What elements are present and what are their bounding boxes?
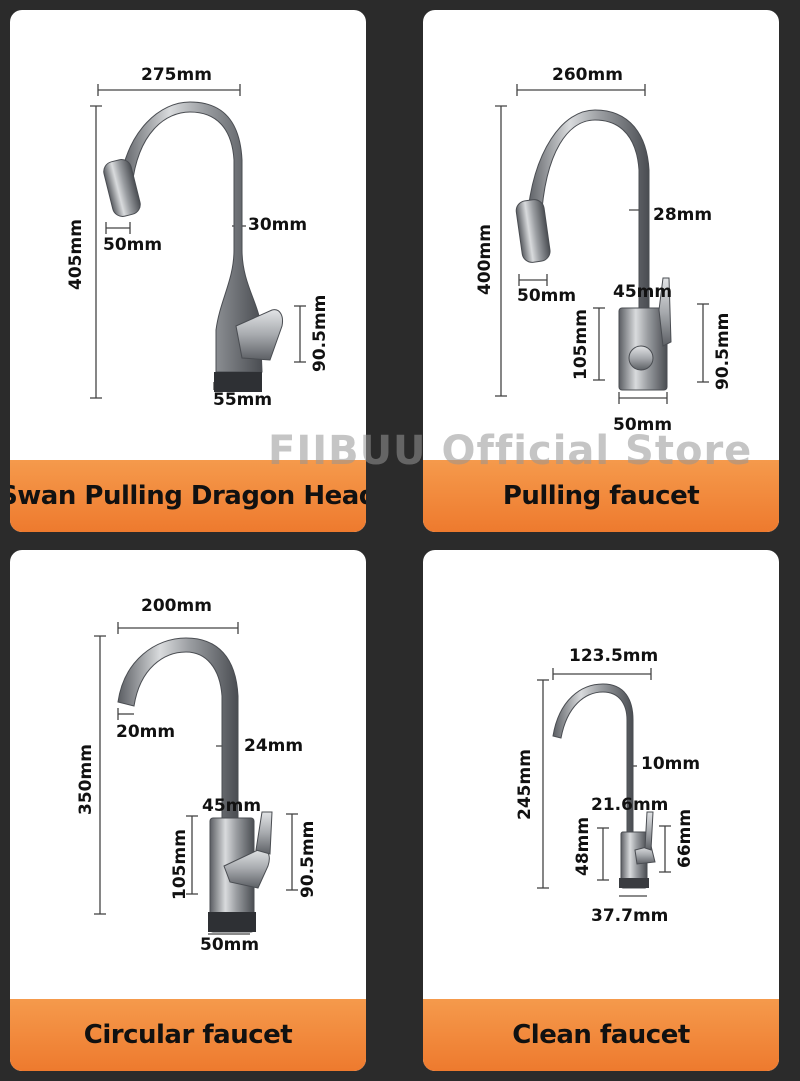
dim-base: 50mm bbox=[200, 935, 260, 955]
dim-width: 123.5mm bbox=[569, 646, 659, 666]
dim-body-height: 48mm bbox=[573, 816, 593, 876]
product-card-circular[interactable]: 200mm 350mm 20mm 24mm 45mm 105mm 90.5mm … bbox=[10, 550, 366, 1071]
dim-spray: 50mm bbox=[517, 286, 577, 306]
product-title: Clean faucet bbox=[512, 1020, 690, 1050]
dim-spray: 50mm bbox=[103, 235, 163, 255]
dim-handle: 90.5mm bbox=[298, 820, 318, 898]
dim-base: 37.7mm bbox=[591, 906, 669, 926]
product-title: Pulling faucet bbox=[502, 481, 700, 511]
dim-spout: 20mm bbox=[116, 722, 176, 742]
dim-neck: 28mm bbox=[653, 205, 713, 225]
clean-faucet-illustration bbox=[537, 668, 671, 897]
dim-neck: 30mm bbox=[248, 215, 308, 235]
pulling-faucet-illustration bbox=[495, 84, 709, 404]
dim-height: 245mm bbox=[515, 749, 535, 820]
dim-height: 350mm bbox=[76, 744, 96, 815]
dim-width: 200mm bbox=[141, 596, 212, 616]
dim-body-height: 105mm bbox=[170, 829, 190, 900]
product-title-band: Circular faucet bbox=[10, 999, 366, 1071]
dim-handle: 66mm bbox=[675, 808, 695, 868]
product-title: Circular faucet bbox=[83, 1020, 293, 1050]
circular-faucet-illustration bbox=[94, 622, 298, 935]
dim-width: 260mm bbox=[552, 65, 623, 85]
product-title-band: Swan Pulling Dragon Head bbox=[10, 460, 366, 532]
product-title-band: Pulling faucet bbox=[423, 460, 779, 532]
product-title: Swan Pulling Dragon Head bbox=[10, 481, 366, 511]
dim-handle: 90.5mm bbox=[713, 312, 733, 390]
swan-faucet-illustration bbox=[90, 84, 306, 399]
dim-height: 400mm bbox=[475, 224, 495, 295]
dim-width: 275mm bbox=[141, 65, 212, 85]
dim-neck: 10mm bbox=[641, 754, 701, 774]
product-card-clean[interactable]: 123.5mm 245mm 10mm 21.6mm 48mm 66mm 37.7… bbox=[423, 550, 779, 1071]
dim-base: 50mm bbox=[613, 415, 673, 435]
dim-handle: 90.5mm bbox=[310, 294, 330, 372]
product-title-band: Clean faucet bbox=[423, 999, 779, 1071]
product-card-pulling[interactable]: 260mm 400mm 50mm 28mm 45mm 105mm 90.5mm … bbox=[423, 10, 779, 532]
dim-body-diameter: 21.6mm bbox=[591, 795, 669, 815]
dim-body-height: 105mm bbox=[571, 309, 591, 380]
dim-neck: 24mm bbox=[244, 736, 304, 756]
dim-base: 55mm bbox=[213, 390, 273, 410]
product-card-swan[interactable]: 275mm 405mm 50mm 30mm 90.5mm 55mm Swan P… bbox=[10, 10, 366, 532]
dim-height: 405mm bbox=[66, 219, 86, 290]
dim-body-diameter: 45mm bbox=[202, 796, 262, 816]
dim-body-diameter: 45mm bbox=[613, 282, 673, 302]
